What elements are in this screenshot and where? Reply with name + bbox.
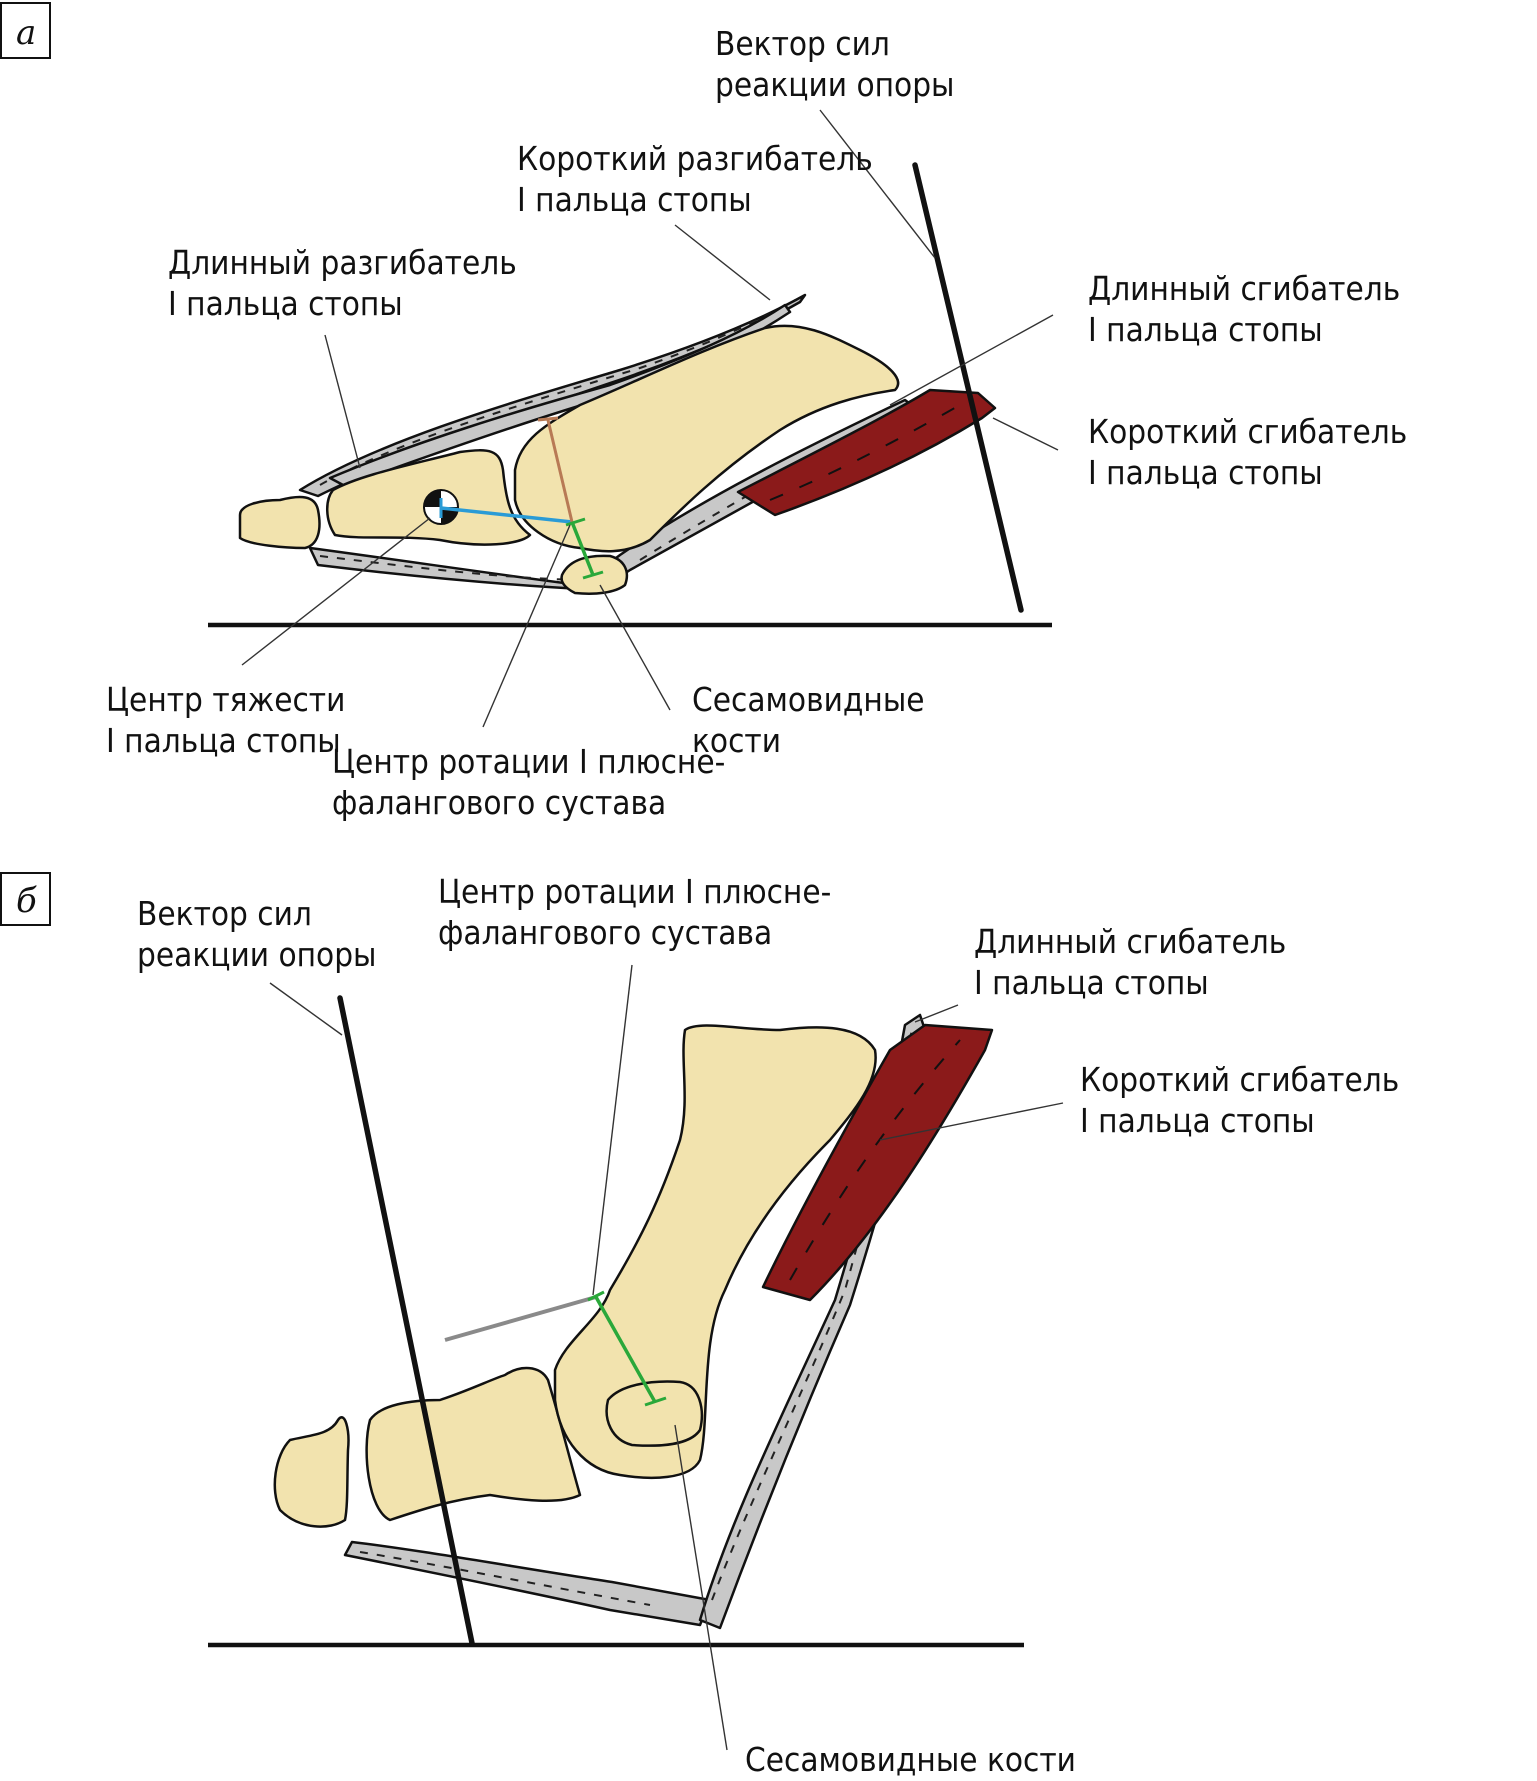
leader-grf [269,982,343,1036]
label-grf-vector: Вектор сил реакции опоры [715,24,955,104]
moment-arm-sesamoid-tick [644,1396,667,1407]
leader-rotation [592,964,633,1296]
moment-arm-com [440,506,573,524]
flexor-hallucis-brevis-muscle [761,1023,994,1302]
leader-sesamoid [674,1424,728,1751]
moment-arm-extensor [546,419,574,523]
label-extensor-longus: Длинный разгибатель I пальца стопы [168,243,526,323]
distal-phalanx [238,495,321,550]
label-grf-vector: Вектор сил реакции опоры [137,894,377,974]
moment-arm-rotation-tick [587,1290,605,1302]
label-sesamoids: Сесамовидные кости [745,1740,1076,1779]
leader-ehl [324,334,361,469]
moment-arm-sesamoid [570,521,595,576]
moment-arm-rotation-tick [565,517,586,527]
leader-sesamoid [599,584,671,711]
label-rotation-center: Центр ротации I плюсне- фалангового суст… [332,742,735,822]
distal-phalanx [273,1416,350,1528]
label-sesamoids: Сесамовидные кости [692,680,934,760]
flexor-hallucis-brevis-muscle [736,388,997,517]
label-extensor-brevis: Короткий разгибатель I пальца стопы [517,139,882,219]
panel-a-letter-box [0,2,51,59]
leader-com [241,517,431,666]
ground-reaction-force-vector [337,995,475,1646]
extensor-hallucis-brevis-tendon [328,303,792,488]
plantar-tendon [343,1540,712,1627]
label-rotation-center: Центр ротации I плюсне- фалангового суст… [438,872,841,952]
panel-a-letter: а [16,13,36,53]
panel-b-letter-box [0,872,51,926]
first-metatarsal [513,324,900,553]
moment-arm-sesamoid [594,1296,657,1403]
proximal-phalanx [365,1366,582,1522]
moment-arm-extensor-tick [537,416,559,422]
flexor-hallucis-longus-tendon [698,1013,927,1630]
sesamoid-bone [605,1380,704,1447]
panel-b: б Вектор сил реакции опоры [0,872,1409,1779]
leader-fhl [914,1004,959,1023]
moment-arm-sesamoid-tick [582,570,604,580]
panel-a: а [0,2,1417,822]
ground-reaction-force-vector [912,162,1024,613]
label-flexor-brevis: Короткий сгибатель I пальца стопы [1088,412,1417,492]
label-flexor-longus: Длинный сгибатель I пальца стопы [974,922,1296,1002]
label-flexor-longus: Длинный сгибатель I пальца стопы [1088,269,1410,349]
leader-ehb [674,224,771,301]
leader-rotation [482,524,571,728]
leader-fhb [992,417,1059,451]
leader-grf [819,109,936,259]
label-flexor-brevis: Короткий сгибатель I пальца стопы [1080,1060,1409,1140]
label-center-of-mass: Центр тяжести I пальца стопы [106,680,355,760]
moment-arm-gray [444,1295,597,1342]
leader-fhl [889,314,1054,406]
leader-fhb [879,1102,1064,1141]
panel-b-letter: б [16,881,37,921]
